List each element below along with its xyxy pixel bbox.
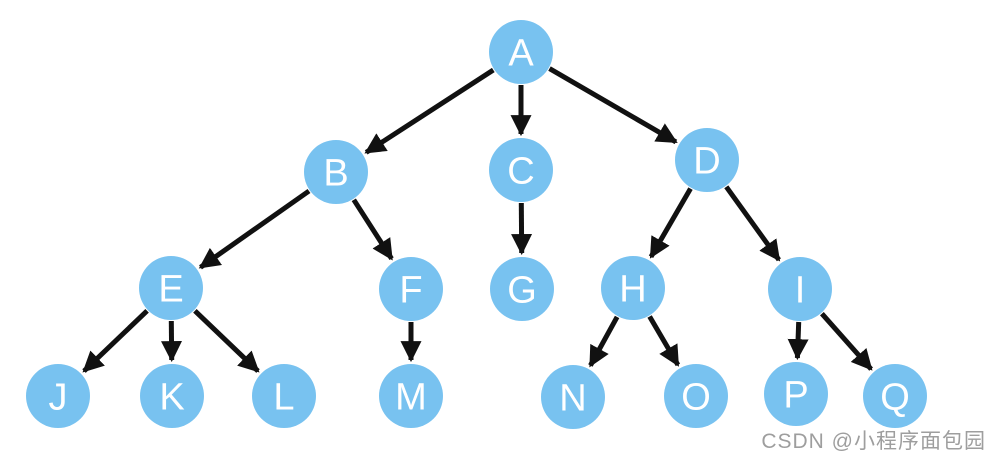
node-F: F [379, 257, 443, 321]
node-circle-J [26, 364, 90, 428]
node-A: A [489, 20, 553, 84]
edge-E-J [82, 308, 149, 373]
edge-B-F [351, 198, 394, 261]
node-circle-F [379, 257, 443, 321]
node-circle-D [675, 128, 739, 192]
edge-E-L [193, 308, 260, 373]
edge-B-E [198, 188, 311, 270]
edge-H-O [647, 315, 681, 367]
node-Q: Q [863, 364, 927, 428]
node-C: C [489, 138, 553, 202]
node-K: K [140, 364, 204, 428]
node-N: N [541, 365, 605, 429]
node-circle-I [768, 257, 832, 321]
node-circle-M [379, 364, 443, 428]
edge-I-Q [820, 312, 873, 371]
node-L: L [252, 364, 316, 428]
node-circle-C [489, 138, 553, 202]
edge-D-H [648, 187, 693, 259]
node-circle-E [139, 256, 203, 320]
node-circle-L [252, 364, 316, 428]
node-D: D [675, 128, 739, 192]
node-J: J [26, 364, 90, 428]
node-circle-G [490, 257, 554, 321]
edge-D-I [724, 185, 781, 262]
node-circle-K [140, 364, 204, 428]
node-circle-Q [863, 364, 927, 428]
node-M: M [379, 364, 443, 428]
node-E: E [139, 256, 203, 320]
node-G: G [490, 257, 554, 321]
edge-I-P [787, 321, 809, 361]
node-B: B [304, 140, 368, 204]
node-O: O [664, 364, 728, 428]
edge-H-N [588, 315, 620, 368]
node-circle-B [304, 140, 368, 204]
node-P: P [764, 362, 828, 426]
node-circle-H [601, 256, 665, 320]
node-circle-P [764, 362, 828, 426]
edge-A-D [548, 66, 678, 145]
node-H: H [601, 256, 665, 320]
node-circle-A [489, 20, 553, 84]
watermark-text: CSDN @小程序面包园 [761, 430, 986, 453]
node-I: I [768, 257, 832, 321]
node-circle-N [541, 365, 605, 429]
edge-A-B [364, 67, 495, 155]
node-circle-O [664, 364, 728, 428]
